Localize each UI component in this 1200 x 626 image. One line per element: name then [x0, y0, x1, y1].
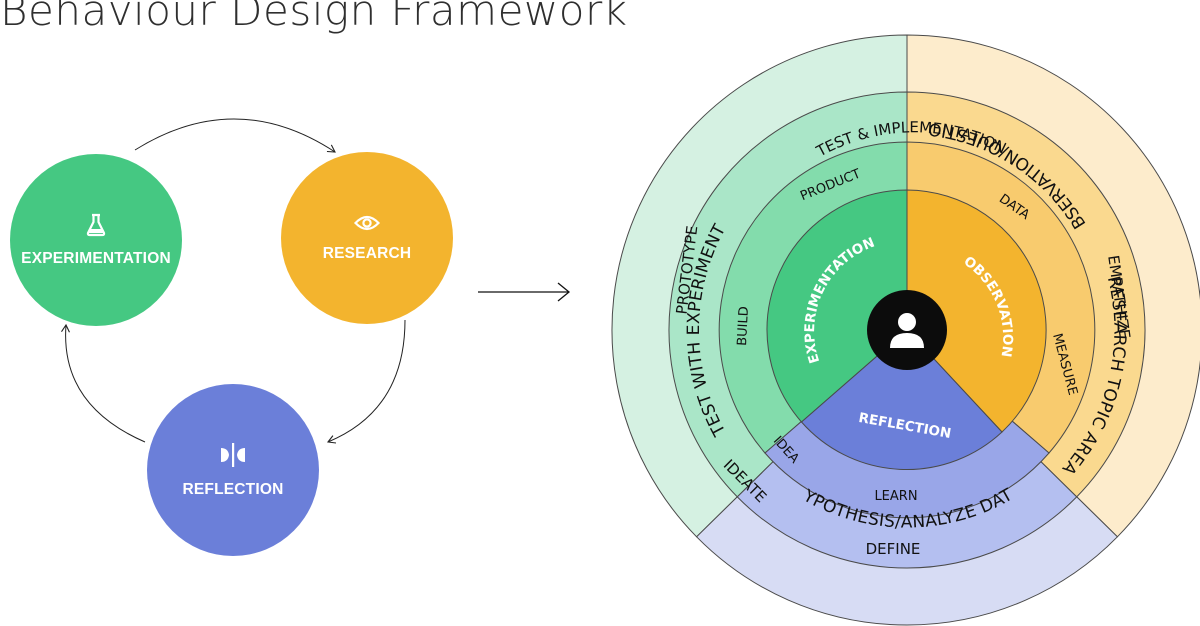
core-green-sector	[766, 189, 908, 423]
label-learn: LEARN	[874, 489, 917, 504]
arrow-experimentation-to-research	[134, 118, 336, 153]
node-experimentation: EXPERIMENTATION	[10, 154, 182, 326]
node-label: EXPERIMENTATION	[21, 249, 171, 267]
arrow-research-to-reflection	[326, 319, 406, 444]
eye-icon	[353, 214, 381, 237]
node-label: REFLECTION	[182, 480, 284, 498]
node-reflection: REFLECTION	[147, 384, 319, 556]
mirror-icon	[219, 442, 247, 473]
node-label: RESEARCH	[322, 244, 412, 262]
core-orange-sector	[906, 189, 1047, 433]
label-build: BUILD	[735, 306, 752, 346]
arrow-reflection-to-experimentation	[61, 323, 146, 443]
person-icon	[890, 313, 924, 348]
label-define: DEFINE	[866, 540, 921, 558]
main-arrowhead	[557, 282, 571, 302]
node-research: RESEARCH	[281, 152, 453, 324]
page-title: Behaviour Design Framework	[0, 0, 628, 35]
flask-icon	[85, 213, 107, 242]
core-blue-sector	[800, 329, 1003, 471]
